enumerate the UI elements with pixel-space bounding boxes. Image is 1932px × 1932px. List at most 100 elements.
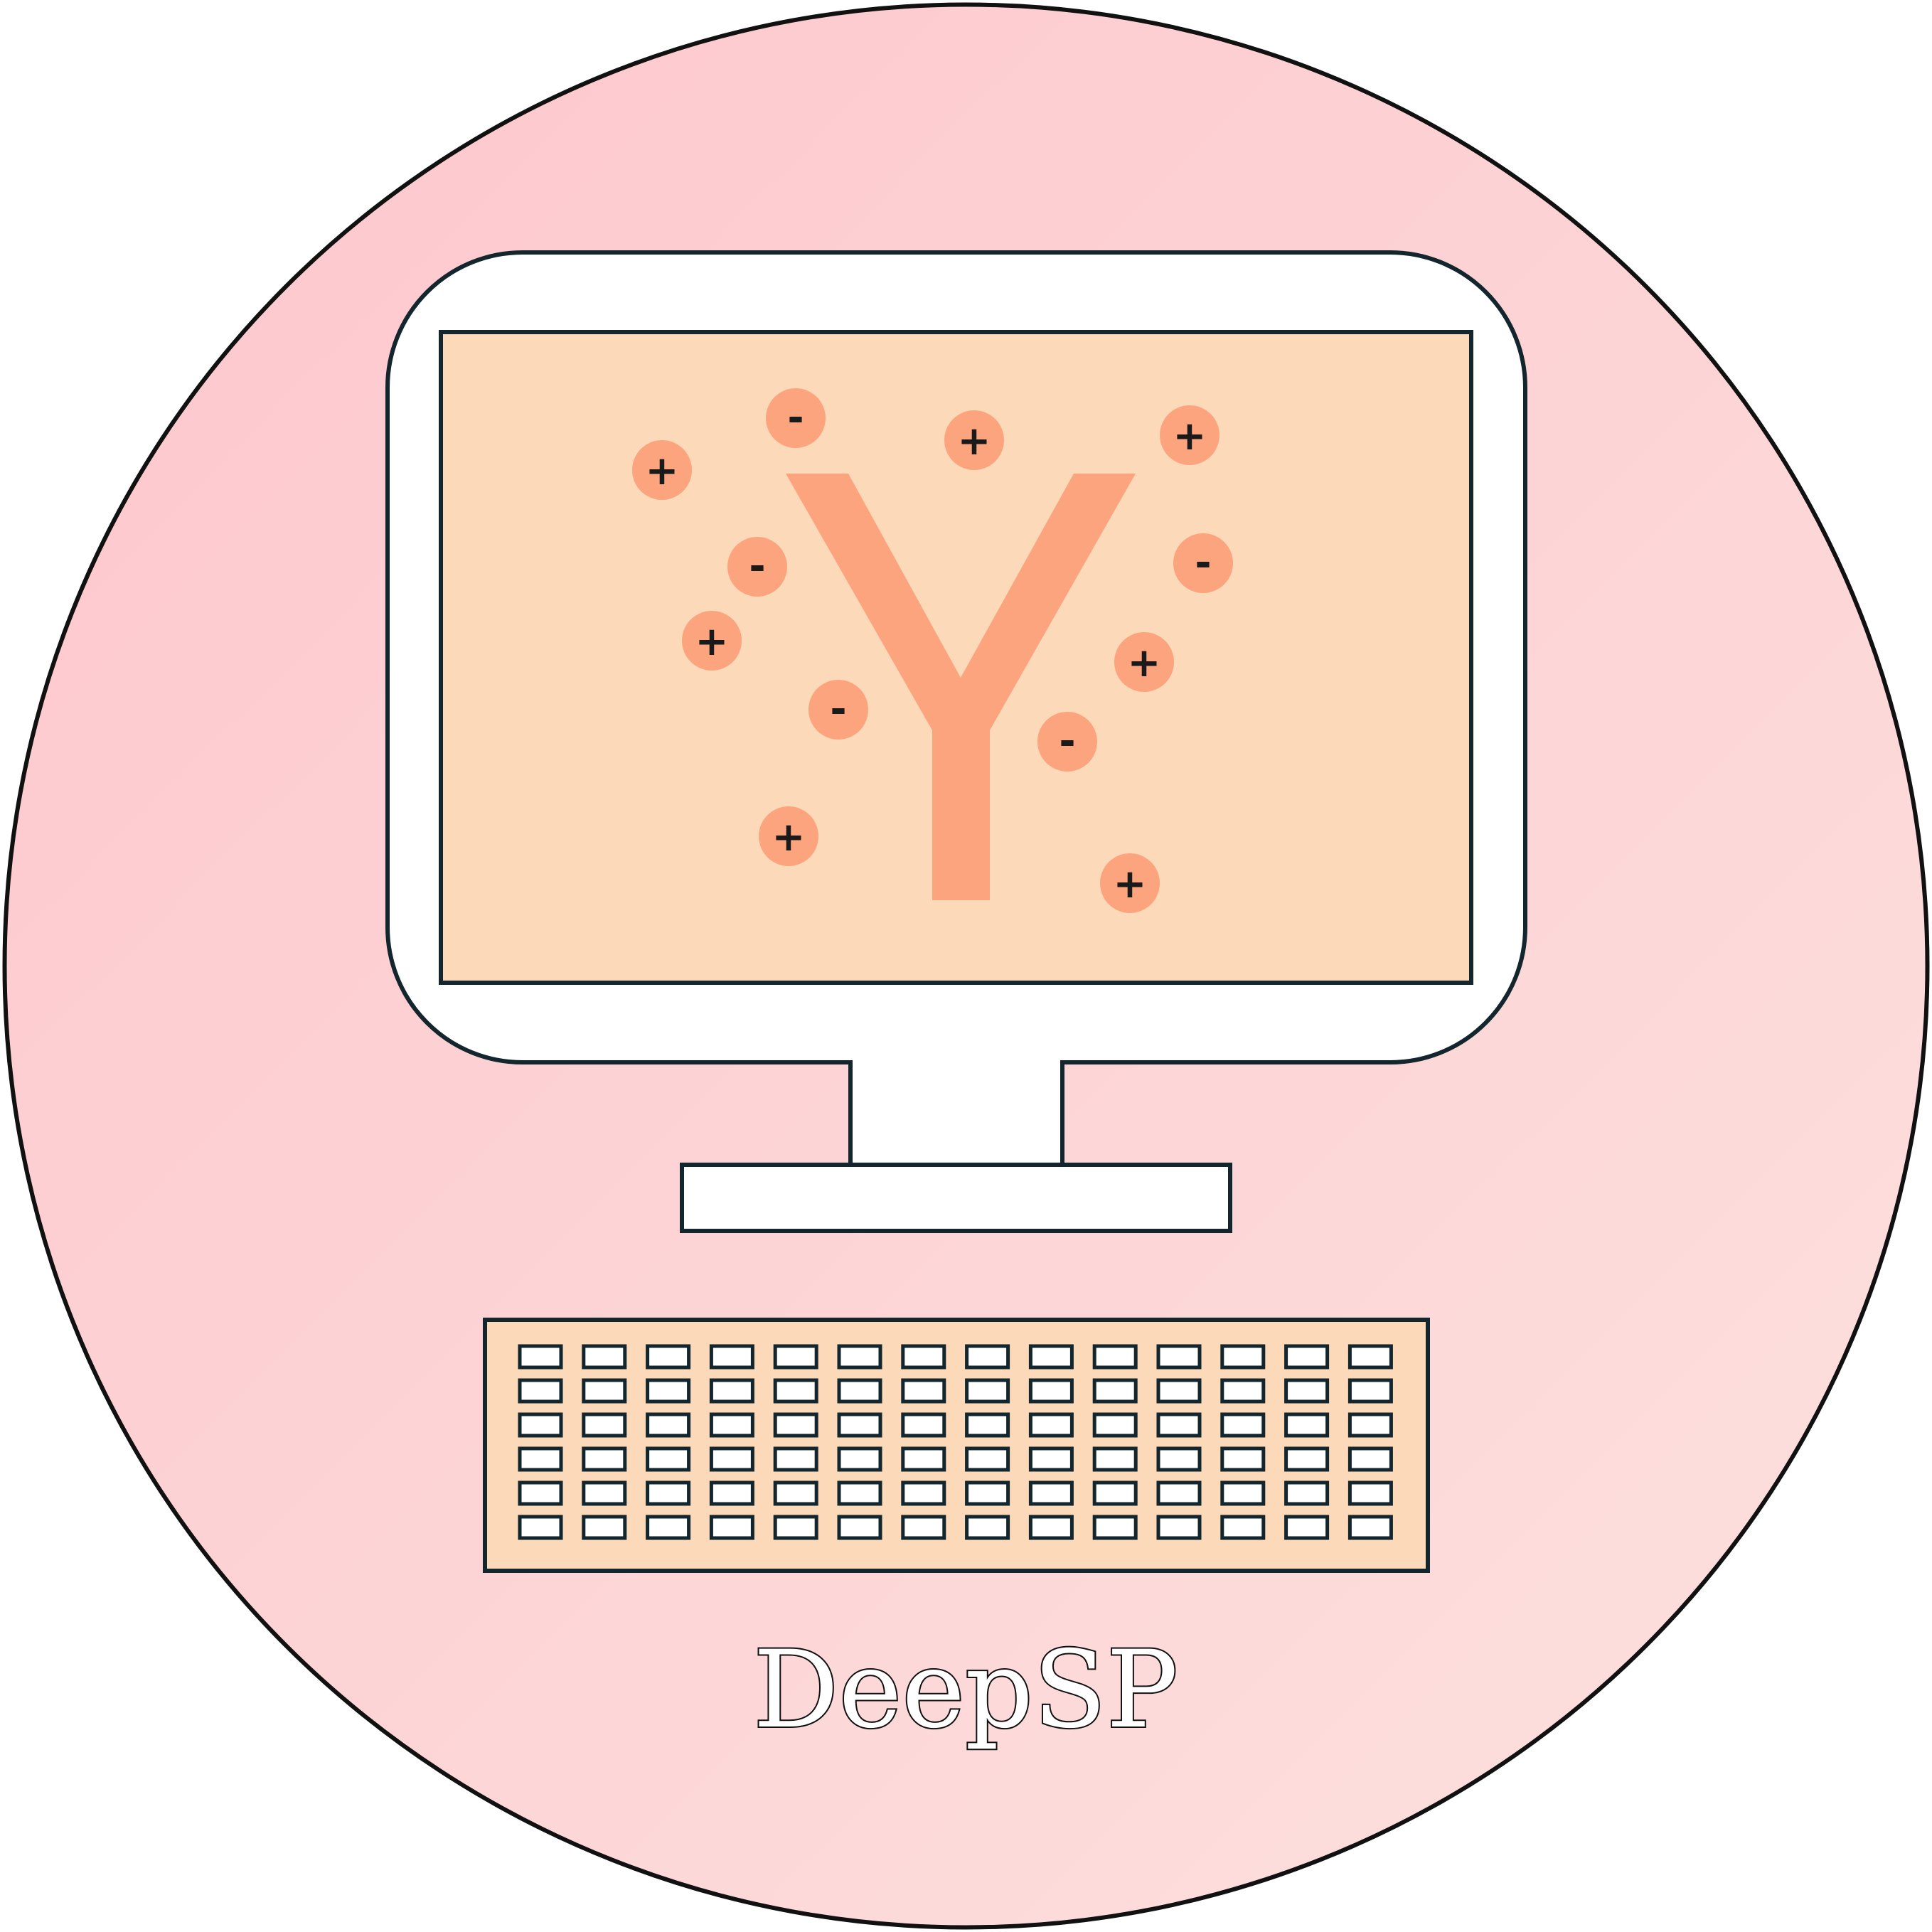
keyboard-key <box>518 1412 563 1438</box>
keyboard-icon <box>483 1318 1430 1573</box>
keyboard-key <box>965 1378 1010 1404</box>
keyboard-key <box>1092 1515 1138 1540</box>
keyboard-key <box>709 1378 754 1404</box>
keyboard-key <box>1156 1344 1202 1370</box>
plus-charge-icon: + <box>682 611 742 671</box>
keyboard-key <box>582 1378 627 1404</box>
keyboard-key <box>1156 1446 1202 1472</box>
keyboard-key <box>709 1480 754 1506</box>
keyboard-key <box>1220 1446 1266 1472</box>
keyboard-keys <box>518 1344 1393 1540</box>
keyboard-key <box>1156 1378 1202 1404</box>
keyboard-key <box>1220 1515 1266 1540</box>
keyboard-key <box>518 1515 563 1540</box>
keyboard-key <box>965 1515 1010 1540</box>
keyboard-key <box>1347 1378 1393 1404</box>
charge-sign: + <box>695 619 729 665</box>
charge-sign: - <box>749 543 765 589</box>
plus-charge-icon: + <box>1100 853 1160 913</box>
keyboard-key <box>1028 1378 1074 1404</box>
keyboard-key <box>837 1480 882 1506</box>
keyboard-key <box>773 1412 818 1438</box>
keyboard-key <box>965 1344 1010 1370</box>
keyboard-key <box>1220 1378 1266 1404</box>
keyboard-key <box>773 1515 818 1540</box>
keyboard-key <box>773 1344 818 1370</box>
charge-sign: + <box>646 448 679 494</box>
keyboard-key <box>837 1515 882 1540</box>
keyboard-key <box>1092 1412 1138 1438</box>
keyboard-key <box>1284 1344 1330 1370</box>
keyboard-key <box>901 1412 946 1438</box>
keyboard-key <box>582 1480 627 1506</box>
keyboard-key <box>1028 1412 1074 1438</box>
keyboard-key <box>901 1515 946 1540</box>
keyboard-key <box>1284 1412 1330 1438</box>
keyboard-key <box>518 1344 563 1370</box>
minus-charge-icon: - <box>1037 712 1097 772</box>
keyboard-key <box>518 1446 563 1472</box>
keyboard-key <box>646 1480 691 1506</box>
keyboard-key <box>582 1344 627 1370</box>
keyboard-key <box>1156 1412 1202 1438</box>
keyboard-key <box>646 1446 691 1472</box>
plus-charge-icon: + <box>1160 405 1219 465</box>
minus-charge-icon: - <box>1173 533 1233 593</box>
keyboard-key <box>646 1378 691 1404</box>
logo-title: DeepSP <box>753 1628 1178 1752</box>
keyboard-key <box>837 1378 882 1404</box>
keyboard-key <box>1028 1515 1074 1540</box>
keyboard-key <box>582 1412 627 1438</box>
keyboard-key <box>1347 1515 1393 1540</box>
charge-sign: + <box>1173 413 1207 459</box>
keyboard-key <box>1284 1480 1330 1506</box>
keyboard-key <box>1028 1446 1074 1472</box>
charge-sign: - <box>1195 540 1211 586</box>
keyboard-key <box>901 1480 946 1506</box>
keyboard-key <box>646 1515 691 1540</box>
keyboard-key <box>837 1446 882 1472</box>
keyboard-key <box>901 1344 946 1370</box>
keyboard-key <box>1092 1480 1138 1506</box>
charge-sign: + <box>958 418 991 464</box>
keyboard-key <box>1220 1344 1266 1370</box>
desktop-computer-icon: - + + + - - + <box>385 250 1527 1233</box>
keyboard-key <box>1347 1446 1393 1472</box>
keyboard-key <box>709 1412 754 1438</box>
keyboard-key <box>837 1344 882 1370</box>
keyboard-key <box>646 1412 691 1438</box>
keyboard-key <box>837 1412 882 1438</box>
keyboard-key <box>1092 1378 1138 1404</box>
keyboard-key <box>646 1344 691 1370</box>
keyboard-key <box>709 1446 754 1472</box>
keyboard-key <box>901 1446 946 1472</box>
charge-sign: - <box>1059 718 1075 764</box>
keyboard-key <box>965 1446 1010 1472</box>
keyboard-key <box>773 1480 818 1506</box>
minus-charge-icon: - <box>766 388 826 448</box>
keyboard-key <box>1347 1412 1393 1438</box>
keyboard-key <box>773 1446 818 1472</box>
keyboard-key <box>1220 1480 1266 1506</box>
keyboard-key <box>1284 1378 1330 1404</box>
keyboard-key <box>582 1515 627 1540</box>
charge-particles: - + + + - - + <box>632 388 1233 913</box>
keyboard-key <box>965 1480 1010 1506</box>
keyboard-key <box>709 1344 754 1370</box>
keyboard-key <box>1347 1480 1393 1506</box>
keyboard-key <box>1220 1412 1266 1438</box>
keyboard-key <box>1284 1515 1330 1540</box>
charge-sign: + <box>1128 640 1161 686</box>
minus-charge-icon: - <box>727 537 787 597</box>
antibody-y-icon <box>786 474 1136 900</box>
monitor-stand-base <box>680 1163 1232 1233</box>
keyboard-key <box>1156 1480 1202 1506</box>
charge-sign: + <box>1114 861 1147 907</box>
keyboard-key <box>709 1515 754 1540</box>
plus-charge-icon: + <box>759 806 818 866</box>
charge-sign: - <box>787 395 804 441</box>
keyboard-key <box>773 1378 818 1404</box>
keyboard-key <box>1092 1344 1138 1370</box>
keyboard-key <box>582 1446 627 1472</box>
